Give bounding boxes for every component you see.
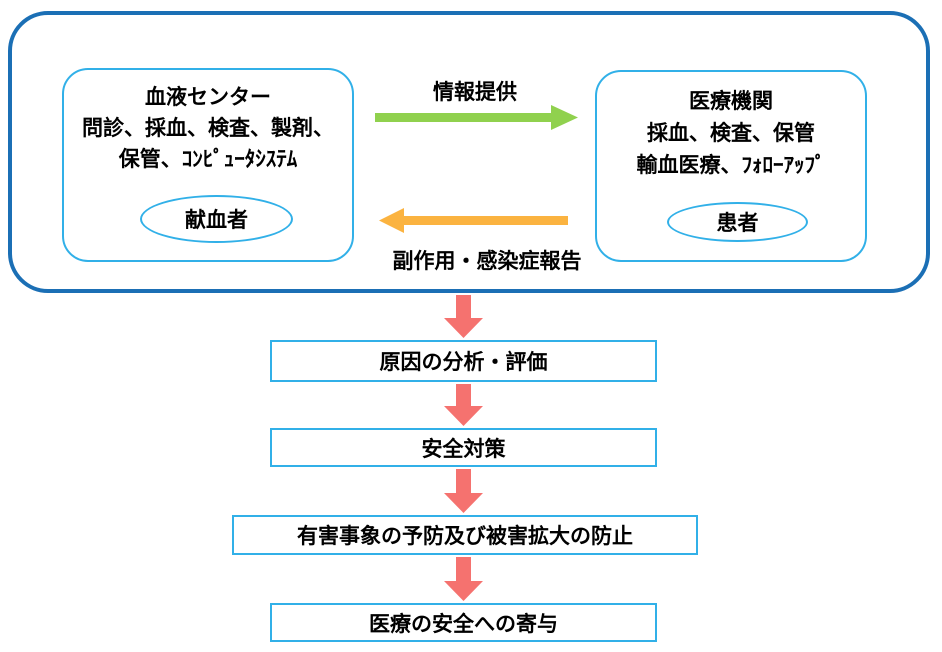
patient-ellipse: 患者 — [667, 202, 808, 242]
down-arrow-3 — [444, 469, 483, 513]
donor-label: 献血者 — [185, 209, 248, 232]
down-arrow-1 — [444, 295, 483, 338]
medical-institution-line3: 輸血医療、ﾌｫﾛｰｱｯﾌﾟ — [636, 154, 826, 177]
flow-box-label: 医療の安全への寄与 — [369, 612, 558, 636]
flow-box-label: 有害事象の予防及び被害拡大の防止 — [297, 525, 633, 548]
blood-center-line3: 保管、ｺﾝﾋﾟｭｰﾀｼｽﾃﾑ — [118, 148, 298, 171]
flow-box-safety-measures: 安全対策 — [270, 428, 657, 467]
blood-center-line2: 問診、採血、検査、製剤、 — [82, 117, 334, 140]
down-arrow-2 — [444, 384, 483, 426]
flow-box-label: 原因の分析・評価 — [379, 351, 548, 374]
flow-box-label: 安全対策 — [421, 437, 506, 461]
blood-center-title: 血液センター — [145, 86, 271, 109]
down-arrow-4 — [444, 557, 483, 601]
flow-box-cause-analysis: 原因の分析・評価 — [270, 340, 657, 382]
adverse-report-label: 副作用・感染症報告 — [392, 250, 582, 273]
flow-box-prevention: 有害事象の予防及び被害拡大の防止 — [232, 515, 698, 555]
medical-institution-title: 医療機関 — [689, 90, 773, 113]
info-provision-label: 情報提供 — [433, 81, 517, 104]
donor-ellipse: 献血者 — [140, 195, 293, 243]
patient-label: 患者 — [716, 212, 759, 235]
medical-institution-line2: 採血、検査、保管 — [647, 122, 815, 145]
flow-box-contribution: 医療の安全への寄与 — [270, 603, 657, 642]
